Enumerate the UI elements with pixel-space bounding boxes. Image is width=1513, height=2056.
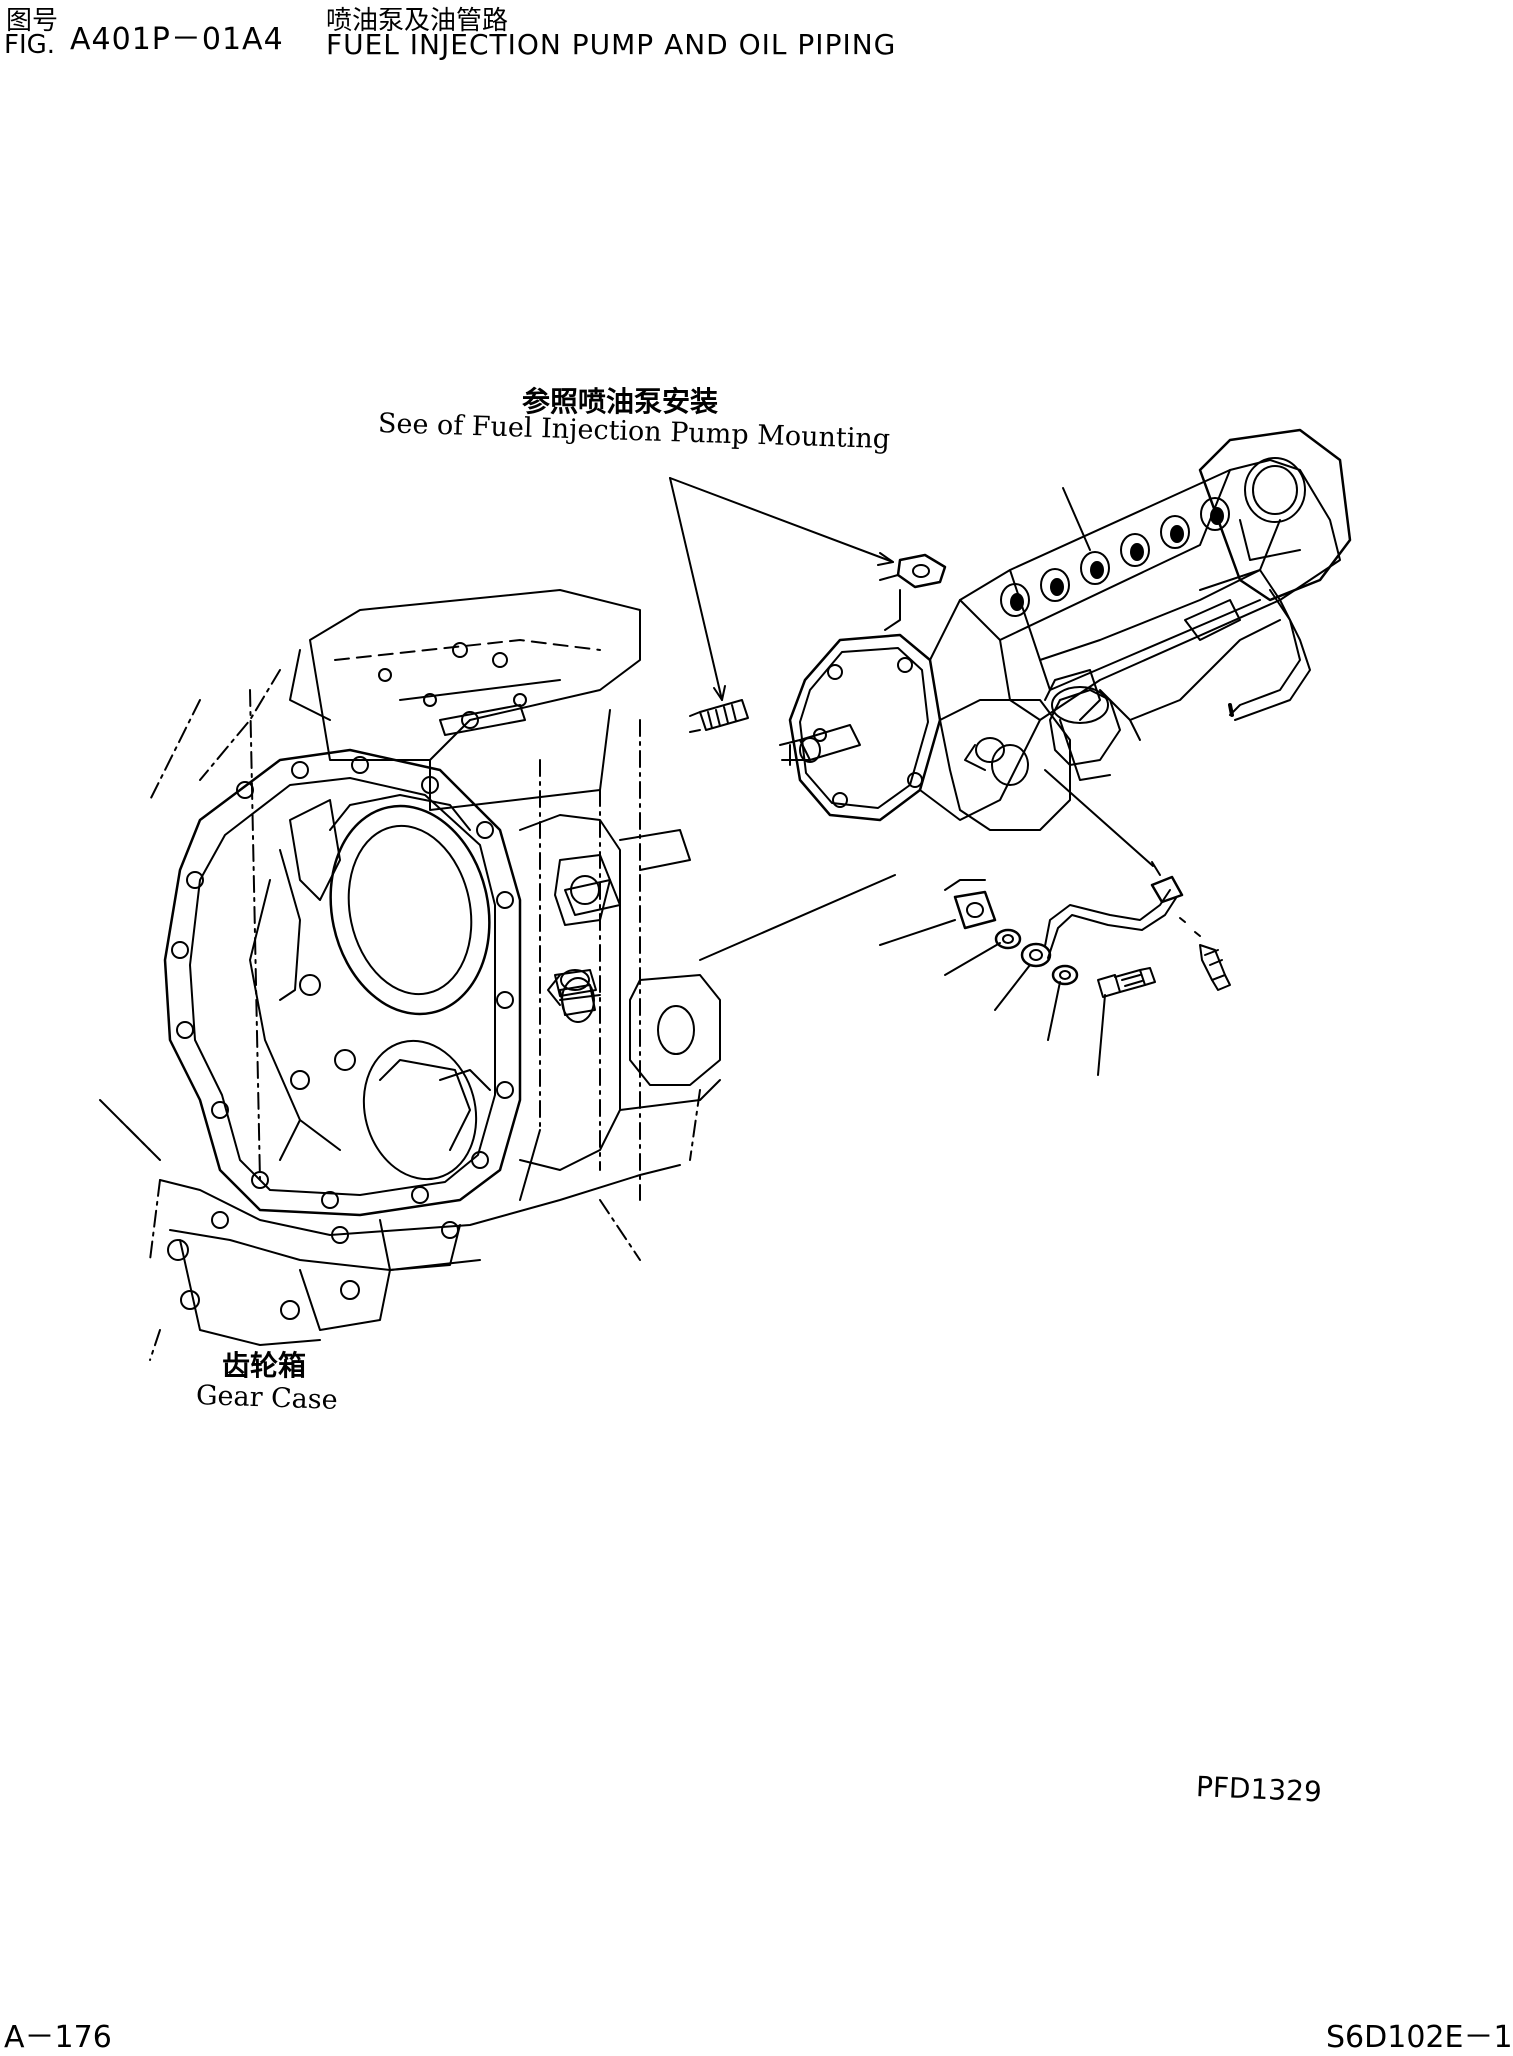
title-cn: 喷油泵及油管路 <box>326 6 509 36</box>
gear-case-label-en: Gear Case <box>195 1380 339 1416</box>
leader-lines <box>670 478 1153 1075</box>
injection-pump <box>780 430 1350 830</box>
block-fittings <box>548 880 720 1085</box>
mounting-stud <box>690 700 748 732</box>
gear-case-label-cn: 齿轮箱 <box>222 1349 307 1382</box>
oil-pipe <box>1022 877 1182 966</box>
page-number-left: A－176 <box>4 2020 112 2055</box>
adapter-fitting <box>945 880 995 928</box>
reference-label-cn: 参照喷油泵安装 <box>522 385 719 418</box>
title-en: FUEL INJECTION PUMP AND OIL PIPING <box>326 28 897 61</box>
fig-label-en: FIG. <box>4 30 56 60</box>
small-bolt <box>1200 945 1230 990</box>
fig-label-cn: 图号 <box>6 6 59 36</box>
mounting-nut <box>880 555 945 630</box>
eye-bolt <box>1098 968 1155 997</box>
page-number-right: S6D102E－1 <box>1326 2020 1513 2055</box>
gasket <box>1152 862 1200 936</box>
drawing-code: PFD1329 <box>1195 1770 1323 1809</box>
washer <box>996 930 1077 984</box>
fig-number: A401P－01A4 <box>70 22 284 57</box>
gear-case-assembly <box>100 590 720 1360</box>
